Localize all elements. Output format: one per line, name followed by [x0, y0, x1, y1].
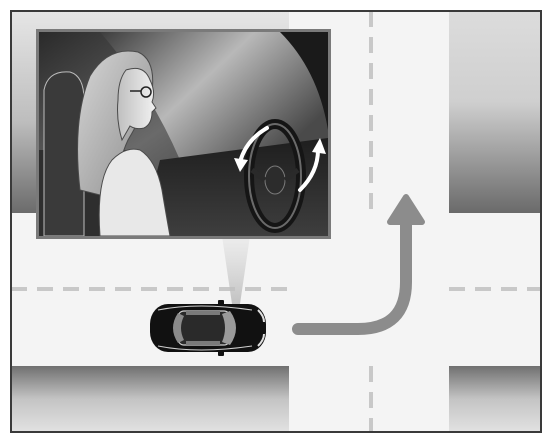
block-top-right [449, 11, 541, 213]
car-top-view [150, 300, 266, 356]
driver-inset [36, 29, 331, 239]
block-bottom-right [449, 366, 541, 432]
block-bottom-left [11, 366, 289, 432]
